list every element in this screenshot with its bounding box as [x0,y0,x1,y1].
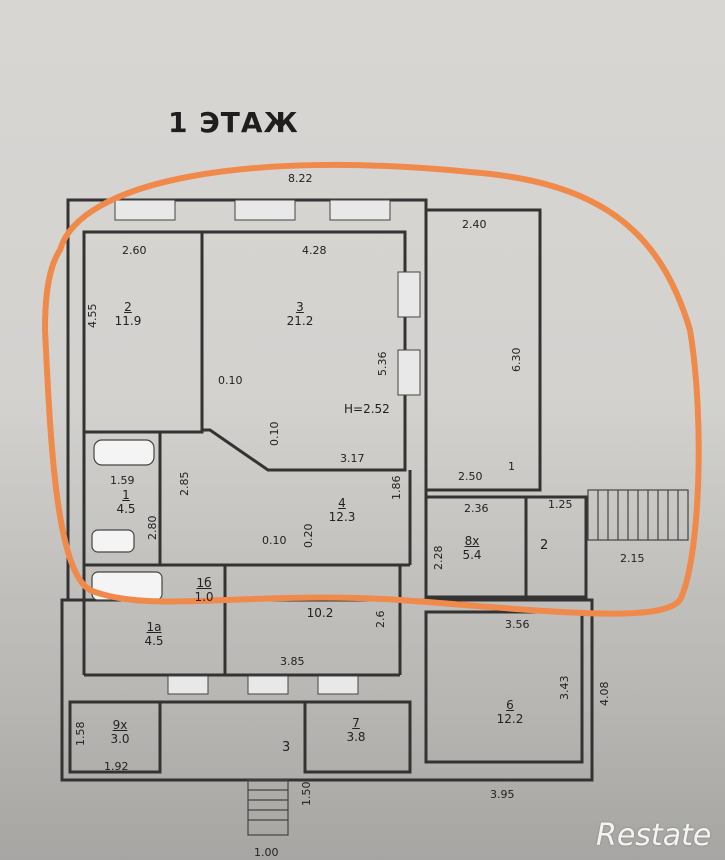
paper-shadow [0,400,725,860]
dim-3: 3 [282,740,291,755]
dim-150: 1.50 [300,781,313,807]
dim-room2-height: 4.55 [86,303,99,329]
dim-total-width: 8.22 [288,172,313,185]
dim-356: 3.56 [505,618,530,631]
dim-wall-b: 0.10 [268,421,281,447]
dim-010c: 0.10 [262,534,287,547]
windows [114,199,421,695]
dim-125: 1.25 [548,498,573,511]
dim-280: 2.80 [146,515,159,541]
ceiling-height: H=2.52 [344,402,390,416]
dim-250: 2.50 [458,470,483,483]
dim-wall-a: 0.10 [218,374,243,387]
dim-285: 2.85 [178,471,191,497]
dim-1: 1 [508,460,515,473]
dim-228: 2.28 [432,545,445,571]
dim-room3-height: 5.36 [376,351,389,377]
dim-236: 2.36 [464,502,489,515]
dim-158: 1.58 [74,721,87,747]
dim-317: 3.17 [340,452,365,465]
dim-408: 4.08 [598,681,611,707]
dim-room2-width: 2.60 [122,244,147,257]
highlight-outline [41,161,702,617]
watermark-logo: Restate [596,818,712,853]
dim-343: 3.43 [558,675,571,701]
dim-186: 1.86 [390,475,403,501]
dim-385: 3.85 [280,655,305,668]
dim-159: 1.59 [110,474,135,487]
dim-215: 2.15 [620,552,645,565]
dim-right-width: 2.40 [462,218,487,231]
dim-395: 3.95 [490,788,515,801]
dim-right-height: 6.30 [510,347,523,373]
dim-020: 0.20 [302,523,315,549]
walls [60,198,594,782]
fixtures [91,439,163,601]
dim-room3-width: 4.28 [302,244,327,257]
dim-26: 2.6 [374,610,387,629]
stairs [247,489,689,836]
room-hall: 10.2 [306,606,334,620]
dim-192: 1.92 [104,760,129,773]
floor-title: 1 ЭТАЖ [168,106,299,139]
dim-100: 1.00 [254,846,279,859]
room-2-side: 2 [540,538,549,553]
